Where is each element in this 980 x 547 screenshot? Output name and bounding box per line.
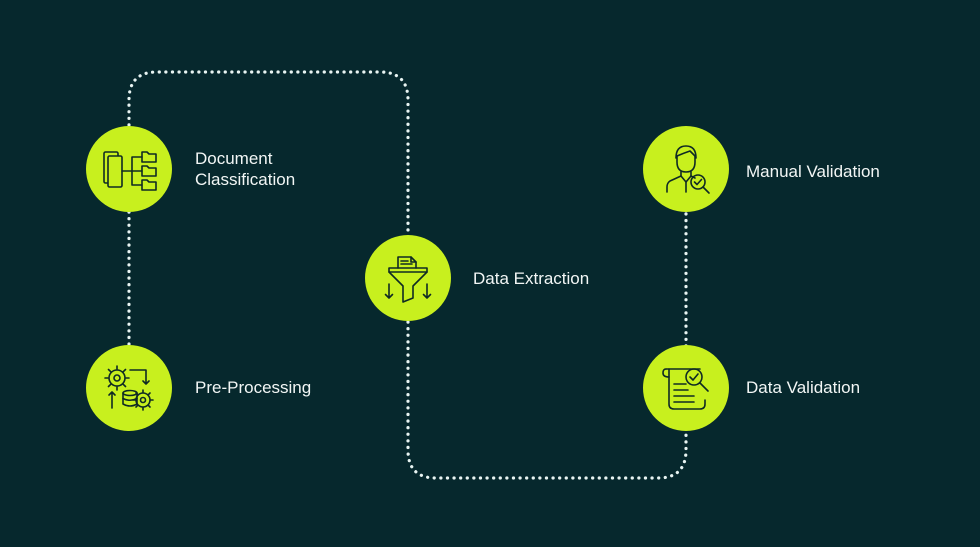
- node-data-validation: [643, 345, 729, 431]
- label-line: Pre-Processing: [195, 378, 312, 397]
- gears-database-icon: [104, 365, 154, 411]
- label-line: Classification: [195, 170, 296, 189]
- node-data-extraction: [365, 235, 451, 321]
- scroll-magnifier-icon: [662, 368, 709, 410]
- label-data-validation: Data Validation: [746, 377, 860, 398]
- folder-tree-icon: [103, 151, 157, 191]
- person-checkmark-icon: [666, 145, 710, 194]
- node-document-classification: [86, 126, 172, 212]
- label-line: Document: [195, 149, 273, 168]
- label-line: Data Validation: [746, 378, 861, 397]
- label-manual-validation: Manual Validation: [746, 161, 880, 182]
- node-pre-processing: [86, 345, 172, 431]
- label-document-classification: Document Classification: [195, 148, 295, 190]
- label-pre-processing: Pre-Processing: [195, 377, 311, 398]
- label-line: Data Extraction: [473, 269, 590, 288]
- funnel-document-icon: [384, 256, 432, 303]
- label-line: Manual Validation: [746, 162, 880, 181]
- node-manual-validation: [643, 126, 729, 212]
- label-data-extraction: Data Extraction: [473, 268, 589, 289]
- connector-extraction-to-data-validation: [406, 320, 688, 480]
